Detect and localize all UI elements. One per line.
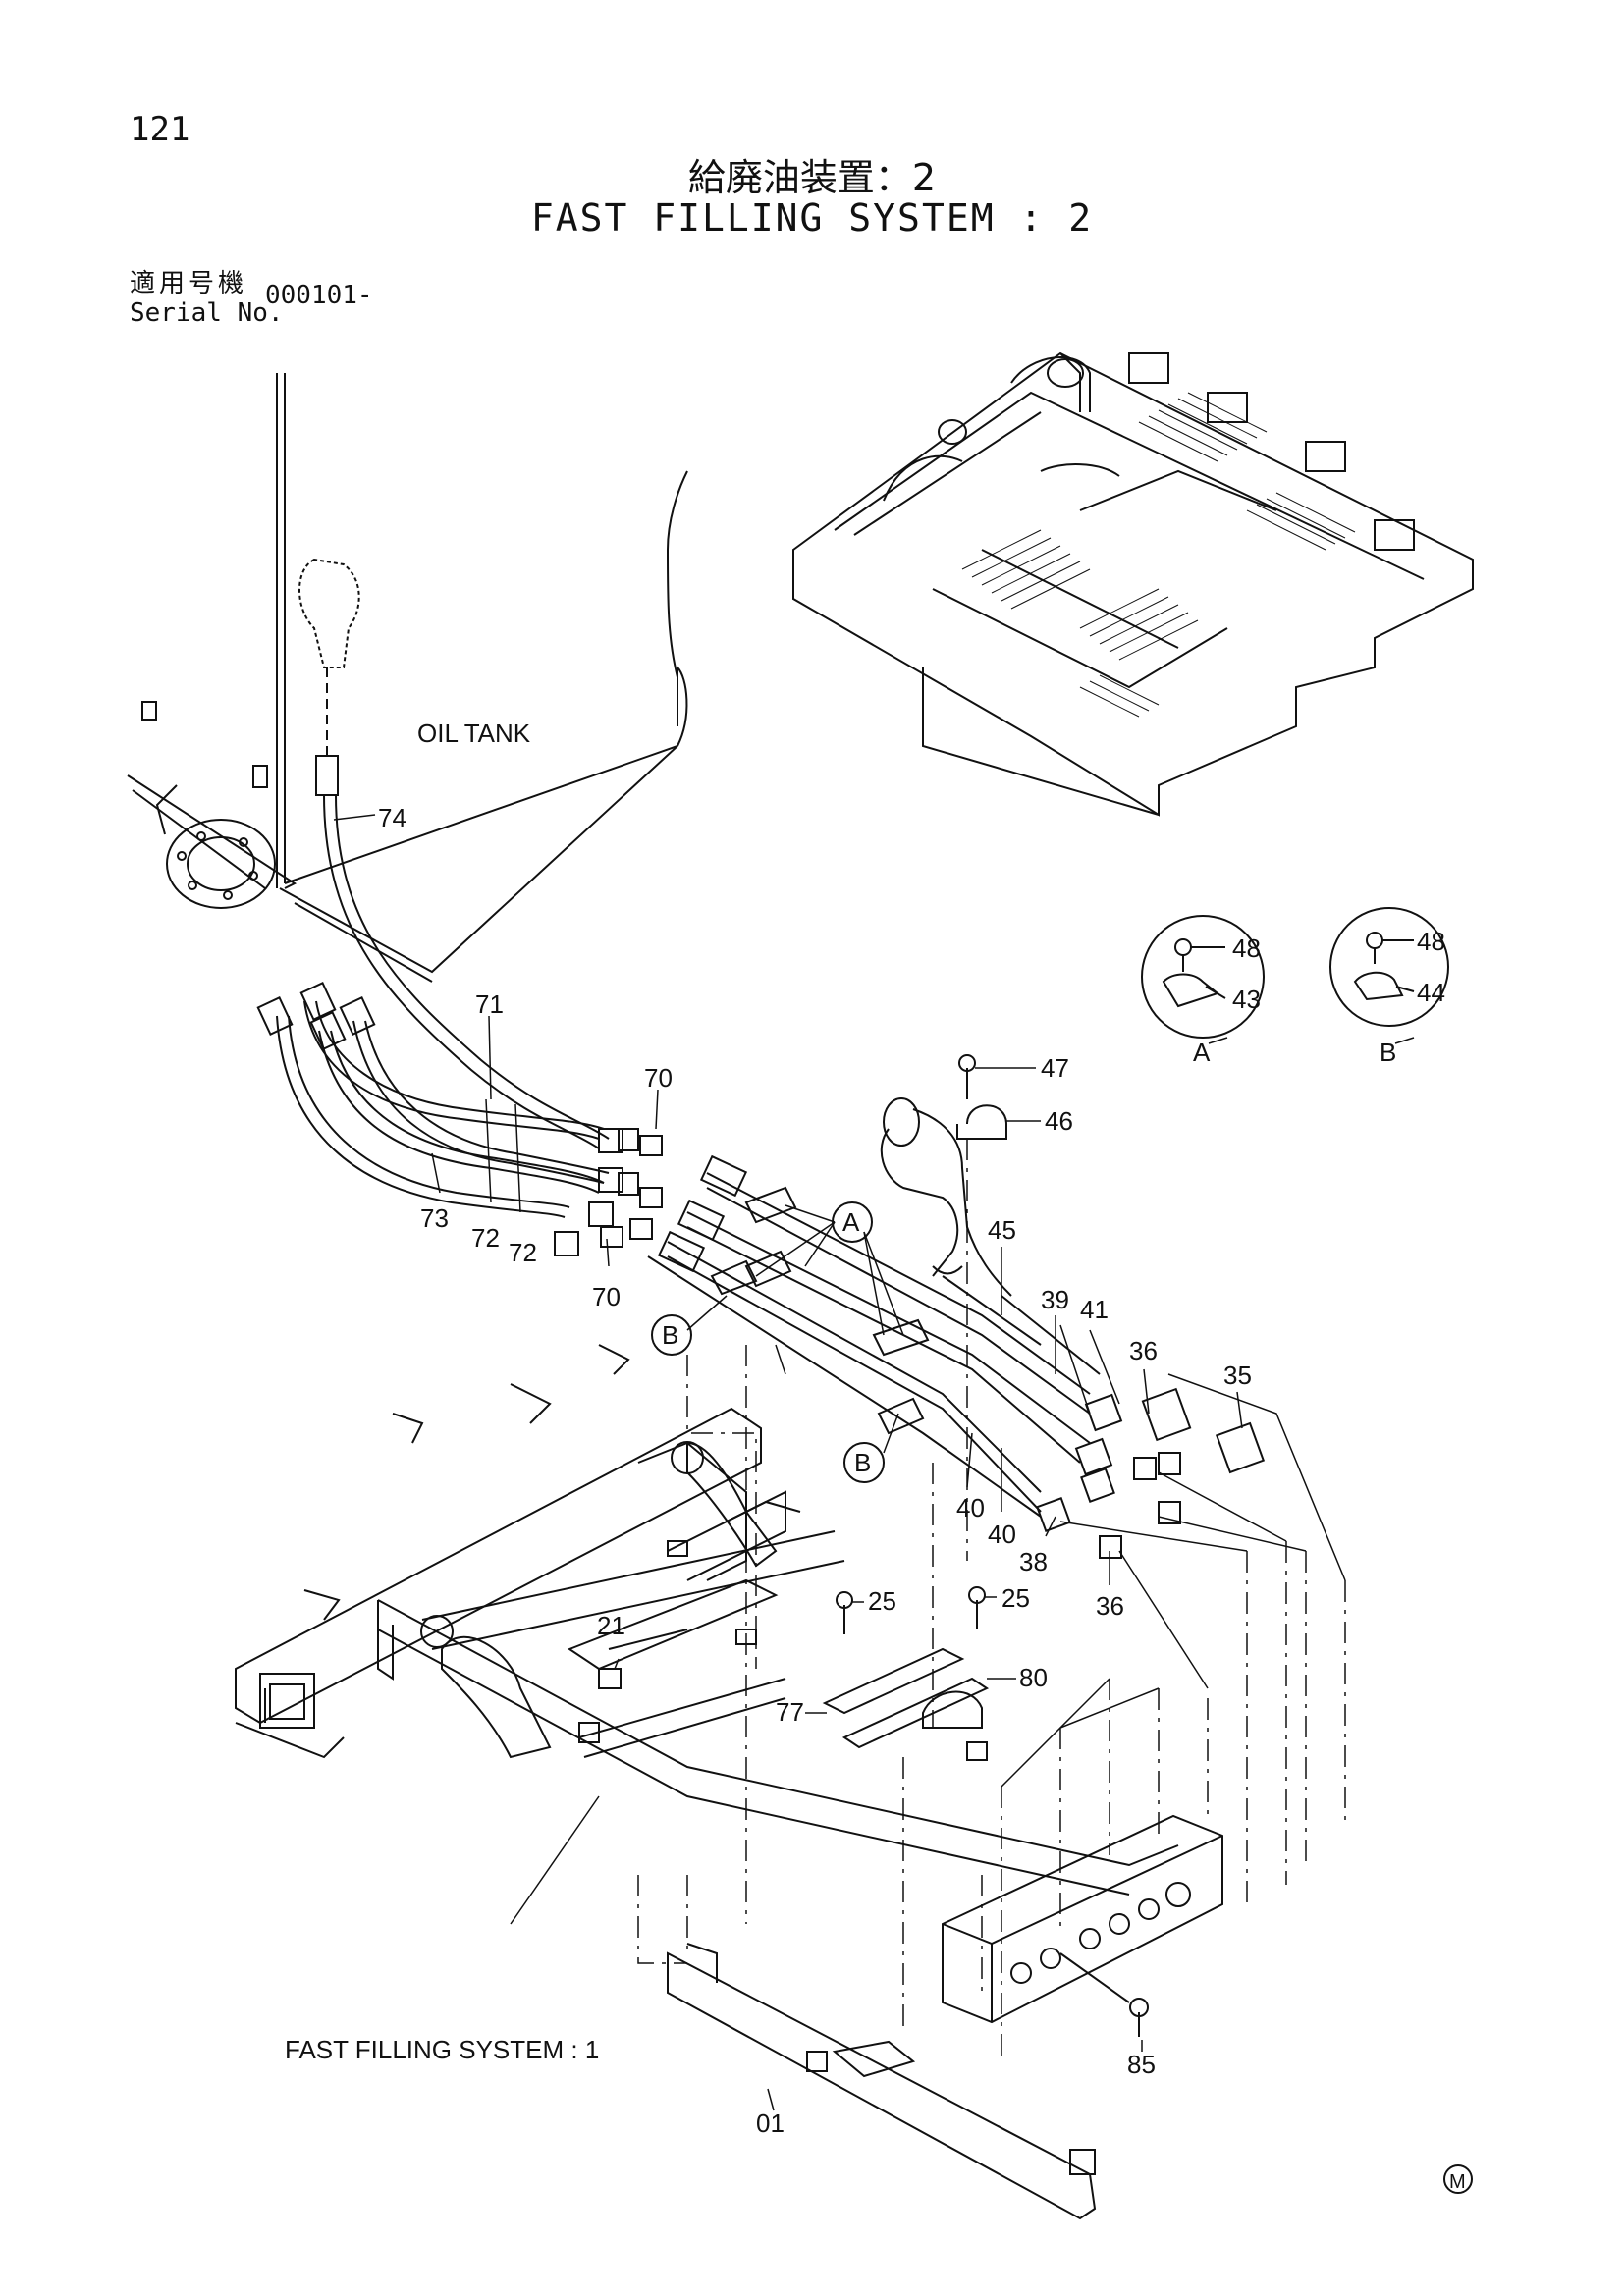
- pipe-harness: [648, 1098, 1264, 1558]
- callout-45: 45: [988, 1215, 1016, 1245]
- hose-bundle: [258, 795, 638, 1255]
- page-number: 121: [130, 110, 190, 149]
- detail-a-label: A: [1193, 1038, 1211, 1067]
- callout-74: 74: [378, 803, 406, 832]
- detail-view-b: [1330, 908, 1448, 1026]
- oil-tank: [128, 373, 687, 982]
- callout-b2: B: [854, 1448, 871, 1477]
- detail-view-a: [1142, 916, 1264, 1038]
- detail-b-callout-48: 48: [1417, 927, 1445, 956]
- callout-46: 46: [1045, 1106, 1073, 1136]
- callout-a-circle: [833, 1202, 872, 1242]
- callout-25b: 25: [1001, 1583, 1030, 1613]
- mark-letter: M: [1449, 2171, 1466, 2193]
- leader-lines: [511, 1345, 1345, 1924]
- serial-value: 000101-: [265, 281, 373, 310]
- callout-b2-circle: [844, 1443, 884, 1482]
- serial-label-japanese: 適用号機: [130, 269, 248, 298]
- callout-leaders: [334, 815, 1414, 2110]
- callout-72b: 72: [509, 1238, 537, 1267]
- callout-40b: 40: [988, 1520, 1016, 1549]
- callout-25a: 25: [868, 1586, 896, 1616]
- mark-circle: [1444, 2165, 1472, 2193]
- callout-b1-circle: [652, 1315, 691, 1355]
- callout-70a: 70: [644, 1063, 673, 1093]
- detail-a-callout-48: 48: [1232, 934, 1261, 963]
- callout-71: 71: [475, 989, 504, 1019]
- routing-lines: [638, 1139, 1345, 2061]
- lower-frame: [236, 1345, 1222, 2218]
- callout-01: 01: [756, 2109, 785, 2138]
- callout-a: A: [842, 1207, 860, 1237]
- detail-b-label: B: [1380, 1038, 1396, 1067]
- callout-85: 85: [1127, 2050, 1156, 2079]
- upper-frame-overview: [793, 353, 1473, 815]
- callout-b1: B: [662, 1320, 678, 1350]
- oil-tank-label: OIL TANK: [417, 719, 531, 748]
- callout-36b: 36: [1096, 1591, 1124, 1621]
- fast-filling-system-1-label: FAST FILLING SYSTEM : 1: [285, 2035, 599, 2064]
- callout-70b: 70: [592, 1282, 621, 1311]
- callout-21: 21: [597, 1611, 625, 1640]
- detail-a-callout-43: 43: [1232, 985, 1261, 1014]
- title-english: FAST FILLING SYSTEM : 2: [530, 196, 1094, 240]
- callout-41: 41: [1080, 1295, 1109, 1324]
- callout-77: 77: [776, 1697, 804, 1727]
- callout-47: 47: [1041, 1053, 1069, 1083]
- fittings-70: [601, 1136, 662, 1247]
- callout-36a: 36: [1129, 1336, 1158, 1365]
- callout-35: 35: [1223, 1361, 1252, 1390]
- title-japanese: 給廃油装置：2: [687, 156, 937, 199]
- callout-72a: 72: [471, 1223, 500, 1253]
- callout-38: 38: [1019, 1547, 1048, 1576]
- callout-73: 73: [420, 1203, 449, 1233]
- detail-b-callout-44: 44: [1417, 978, 1445, 1007]
- clamp-46-bolt-47: [957, 1055, 1006, 1139]
- callout-80: 80: [1019, 1663, 1048, 1692]
- callout-40a: 40: [956, 1493, 985, 1522]
- callout-39: 39: [1041, 1285, 1069, 1314]
- serial-label: Serial No.: [130, 298, 284, 328]
